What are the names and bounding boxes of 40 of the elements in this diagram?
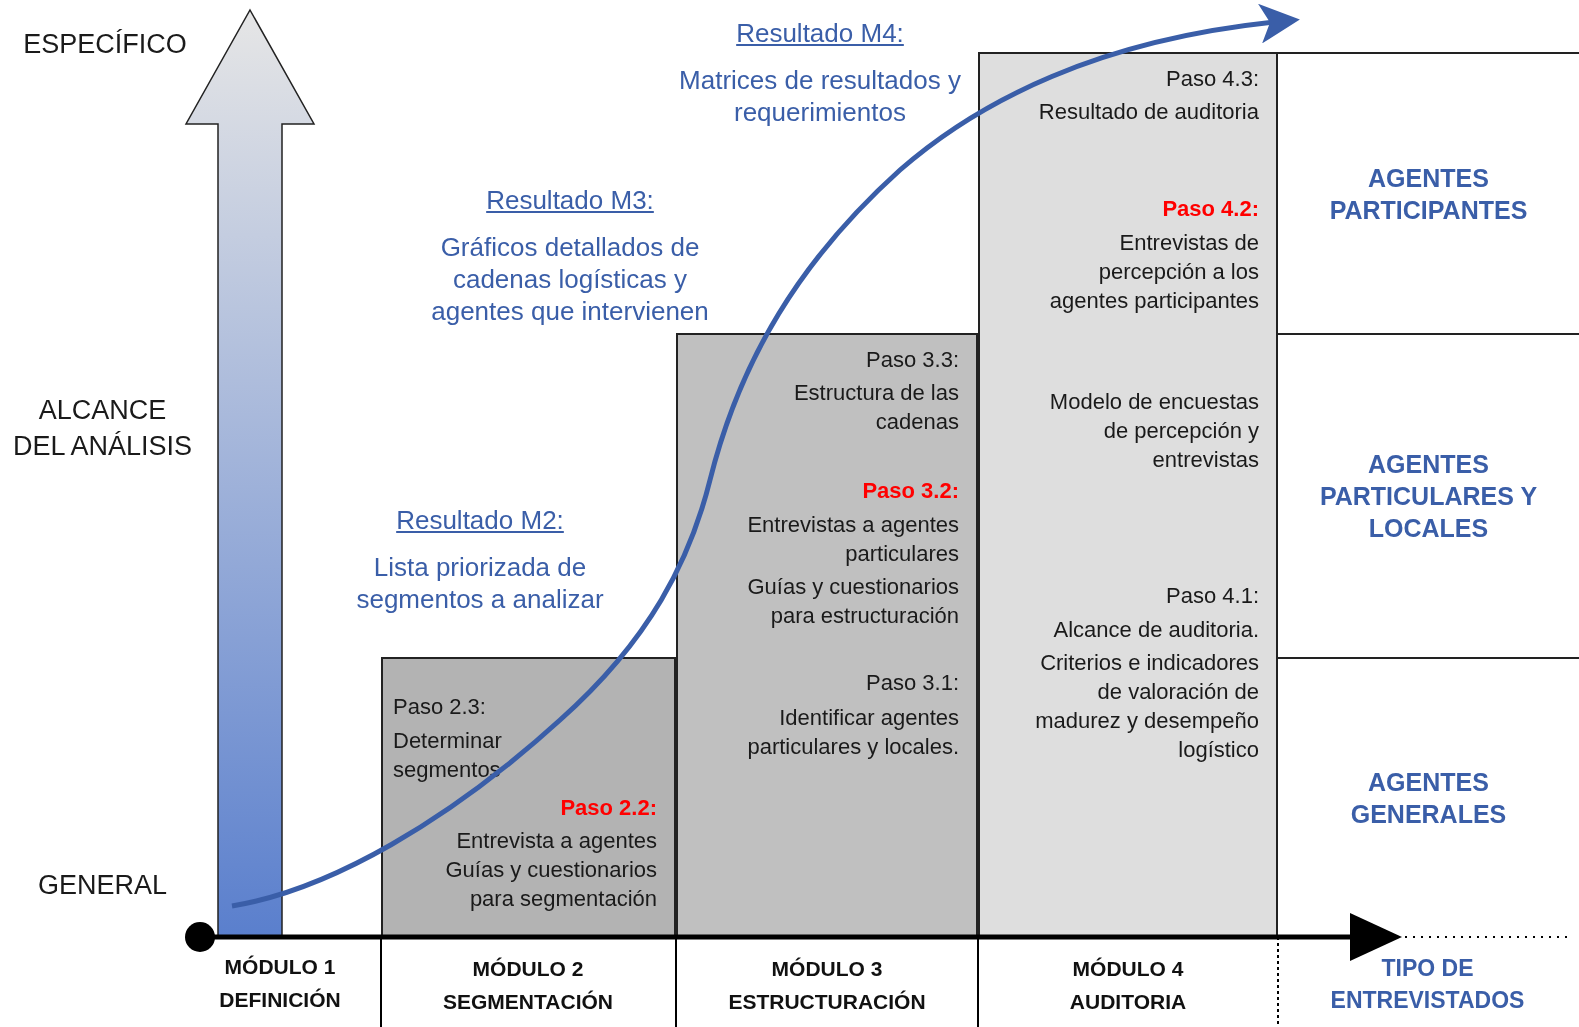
axis-title: TIPO DE ENTREVISTADOS <box>1329 954 1526 1015</box>
result-heading: Resultado M2: <box>395 504 565 537</box>
step-text: Determinar segmentos <box>393 727 503 784</box>
module-label: MÓDULO 2 SEGMENTACIÓN <box>442 956 614 1015</box>
step-heading: Paso 4.2: <box>1161 195 1259 223</box>
step-text: Alcance de auditoria. <box>1052 616 1259 644</box>
module-label: MÓDULO 1 DEFINICIÓN <box>218 954 342 1013</box>
step-text: Entrevista a agentes <box>455 827 657 855</box>
step-text: Entrevistas de percepción a los agentes participantes <box>1048 229 1259 315</box>
step-text: Paso 4.1: <box>1165 582 1259 610</box>
step-text: Guías y cuestionarios para segmentación <box>444 856 657 913</box>
result-heading: Resultado M3: <box>485 184 655 217</box>
axis-label: ALCANCE DEL ANÁLISIS <box>11 394 194 463</box>
step-text: Paso 4.3: <box>1165 65 1259 93</box>
result-text: Gráficos detallados de cadenas logísticas y agentes que intervienen <box>430 231 710 327</box>
step-text: Modelo de encuestas de percepción y entrevistas <box>1048 388 1259 474</box>
step-text: Paso 2.3: <box>393 693 487 721</box>
band-label: AGENTES PARTICIPANTES <box>1328 162 1529 226</box>
band-label: AGENTES GENERALES <box>1349 767 1508 830</box>
step-heading: Paso 3.2: <box>861 477 959 505</box>
module-label: MÓDULO 4 AUDITORIA <box>1068 956 1188 1015</box>
axis-label: GENERAL <box>36 869 168 902</box>
step-text: Paso 3.1: <box>865 669 959 697</box>
result-text: Matrices de resultados y requerimientos <box>678 64 962 128</box>
step-text: Entrevistas a agentes particulares <box>746 511 959 568</box>
step-panel <box>978 52 1278 937</box>
step-text: Paso 3.3: <box>865 346 959 374</box>
step-heading: Paso 2.2: <box>559 794 657 822</box>
step-panel <box>676 333 978 937</box>
step-text: Criterios e indicadores de valoración de madurez y desempeño logístico <box>1034 649 1259 764</box>
step-text: Guías y cuestionarios para estructuración <box>746 573 959 630</box>
result-text: Lista priorizada de segmentos a analizar <box>355 551 605 615</box>
step-text: Identificar agentes particulares y locales. <box>746 704 959 761</box>
step-text: Estructura de las cadenas <box>792 379 959 436</box>
module-label: MÓDULO 3 ESTRUCTURACIÓN <box>727 956 927 1015</box>
band-label: AGENTES PARTICULARES Y LOCALES <box>1318 449 1539 544</box>
result-heading: Resultado M4: <box>735 17 905 50</box>
step-panel <box>381 657 676 937</box>
axis-label: ESPECÍFICO <box>22 28 188 61</box>
step-text: Resultado de auditoria <box>1037 98 1259 126</box>
